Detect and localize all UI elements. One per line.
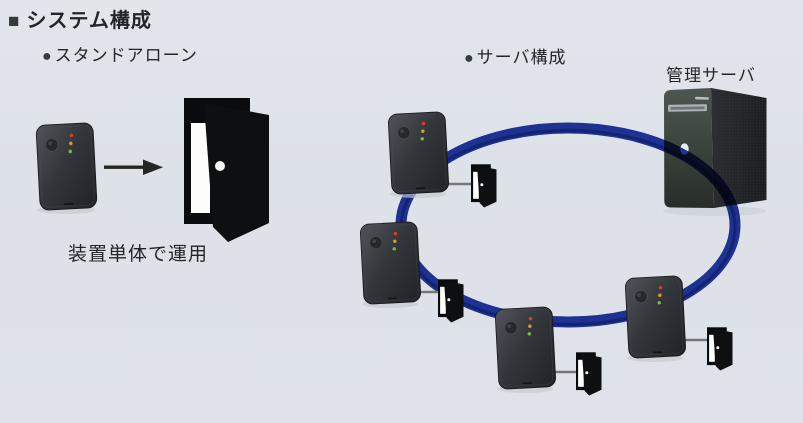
standalone-title-text: スタンドアローン bbox=[54, 46, 198, 65]
server-side-texture bbox=[711, 88, 767, 208]
standalone-section-title: ●スタンドアローン bbox=[42, 41, 198, 66]
bullet-icon: ● bbox=[464, 50, 475, 67]
management-server bbox=[663, 88, 767, 216]
bullet-icon: ● bbox=[42, 48, 53, 65]
open-door-icon bbox=[471, 164, 497, 208]
access-controller-device bbox=[359, 221, 422, 305]
access-controller-device bbox=[387, 111, 450, 195]
page-title-text: システム構成 bbox=[26, 10, 152, 32]
device-shadows bbox=[37, 190, 683, 393]
access-controller-device bbox=[624, 275, 687, 359]
server-title-text: サーバ構成 bbox=[476, 48, 567, 67]
standalone-caption: 装置単体で運用 bbox=[68, 244, 209, 265]
server-vent-dash bbox=[694, 96, 709, 100]
square-marker-icon: ■ bbox=[8, 11, 21, 32]
access-controller-device bbox=[35, 122, 98, 211]
server-drive-slot-inner bbox=[670, 106, 705, 110]
management-server-label: 管理サーバ bbox=[666, 66, 756, 85]
open-door-icon bbox=[438, 279, 464, 323]
server-section-title: ●サーバ構成 bbox=[464, 43, 567, 68]
open-door-icon bbox=[576, 352, 602, 396]
page-title: ■システム構成 bbox=[8, 4, 152, 33]
server-front-face bbox=[664, 88, 714, 208]
arrow-right-icon bbox=[104, 159, 163, 175]
access-controller-device bbox=[494, 306, 557, 390]
server-shadow bbox=[663, 206, 767, 216]
open-door-icon bbox=[184, 98, 269, 242]
open-door-icon bbox=[707, 327, 733, 371]
